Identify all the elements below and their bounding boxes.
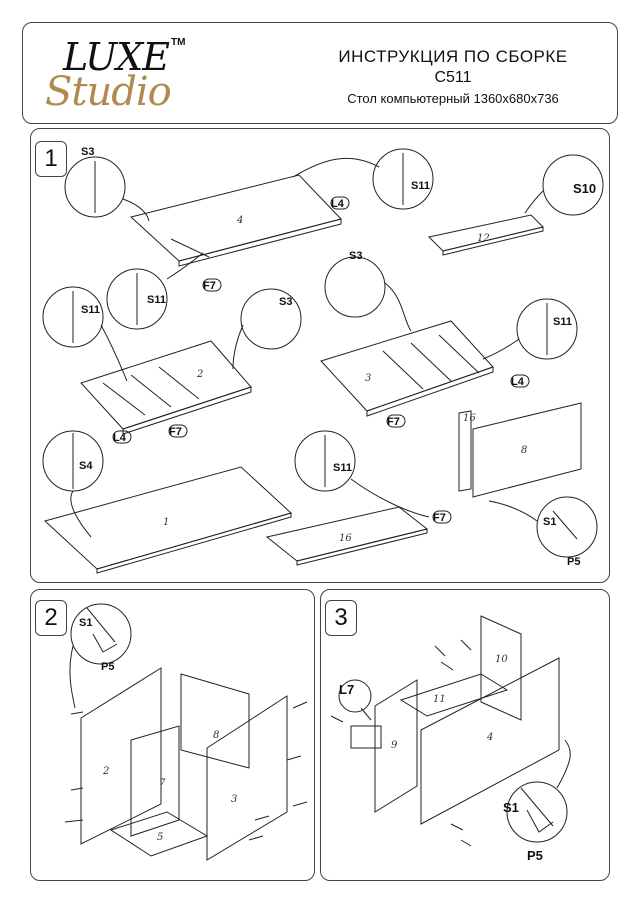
step-3-panel: 3 L7 S1 xyxy=(320,589,610,881)
part-2-label: 2 xyxy=(102,766,109,777)
callout-s11-d: S11 xyxy=(553,316,572,328)
part-8-label: 8 xyxy=(521,445,527,456)
part-3-label: 3 xyxy=(231,794,237,805)
step-1-number: 1 xyxy=(35,141,67,177)
step-2-number: 2 xyxy=(35,600,67,636)
step-2-panel: 2 S1 P5 8 xyxy=(30,589,315,881)
callout-f7-b: F7 xyxy=(387,416,400,428)
part-16-label: 16 xyxy=(339,533,352,544)
part-7-label: 7 xyxy=(159,778,166,789)
callout-s1: S1 xyxy=(543,516,556,528)
part-12-label: 12 xyxy=(477,233,490,244)
callout-s11-e: S11 xyxy=(333,462,352,474)
part-5-label: 5 xyxy=(157,832,163,843)
callout-l4-c: L4 xyxy=(113,432,127,444)
callout-l4-a: L4 xyxy=(331,198,345,210)
step-1-drawing: 4 12 2 3 1 16 8 16 S3 S11 S10 L4 F7 S11 … xyxy=(42,146,604,574)
part-10-label: 10 xyxy=(495,654,508,665)
callout-s10: S10 xyxy=(573,181,596,196)
part-8-label: 8 xyxy=(213,730,219,741)
step-3-number: 3 xyxy=(325,600,357,636)
step-1-panel: 1 xyxy=(30,128,610,583)
callout-s1: S1 xyxy=(79,617,92,629)
document-title: ИНСТРУКЦИЯ ПО СБОРКЕ xyxy=(338,47,568,66)
brand-logo: LUXE Studio TM xyxy=(39,31,189,121)
part-2-label: 2 xyxy=(196,369,203,380)
part-4-label: 4 xyxy=(486,732,493,743)
step-3-drawing: L7 S1 P5 10 11 9 4 xyxy=(330,615,571,863)
callout-s1: S1 xyxy=(503,800,519,815)
callout-p5: P5 xyxy=(527,848,543,863)
step-2-drawing: S1 P5 8 2 7 3 5 xyxy=(64,603,308,861)
callout-s3-a: S3 xyxy=(81,146,94,158)
logo-trademark: TM xyxy=(171,37,186,48)
callout-s3-c: S3 xyxy=(349,250,362,262)
callout-s4: S4 xyxy=(79,460,93,472)
panel-4-shape xyxy=(129,174,342,262)
product-description: Стол компьютерный 1360х680х736 xyxy=(347,91,559,106)
part-11-label: 11 xyxy=(433,694,446,705)
callout-l4-b: L4 xyxy=(511,376,525,388)
callout-f7-a: F7 xyxy=(203,280,216,292)
callout-s11-a: S11 xyxy=(411,180,430,192)
callout-f7-d: F7 xyxy=(433,512,446,524)
part-3-label: 3 xyxy=(365,373,371,384)
logo-studio: Studio xyxy=(45,69,172,115)
callout-p5: P5 xyxy=(101,661,114,673)
callout-s11-c: S11 xyxy=(147,294,166,306)
part-1-label: 1 xyxy=(163,517,169,528)
callout-s11-b: S11 xyxy=(81,304,100,316)
header: LUXE Studio TM ИНСТРУКЦИЯ ПО СБОРКЕ С511… xyxy=(22,22,618,124)
callout-s3-b: S3 xyxy=(279,296,292,308)
logo-luxe: LUXE xyxy=(63,35,170,79)
callout-p5: P5 xyxy=(567,556,580,568)
part-4-label: 4 xyxy=(236,215,243,226)
model-code: С511 xyxy=(434,69,472,86)
callout-f7-c: F7 xyxy=(169,426,182,438)
part-16-vertical-label: 16 xyxy=(463,413,476,424)
callout-l7: L7 xyxy=(339,682,354,697)
title-block: ИНСТРУКЦИЯ ПО СБОРКЕ С511 Стол компьютер… xyxy=(303,47,603,106)
part-9-label: 9 xyxy=(391,740,398,751)
